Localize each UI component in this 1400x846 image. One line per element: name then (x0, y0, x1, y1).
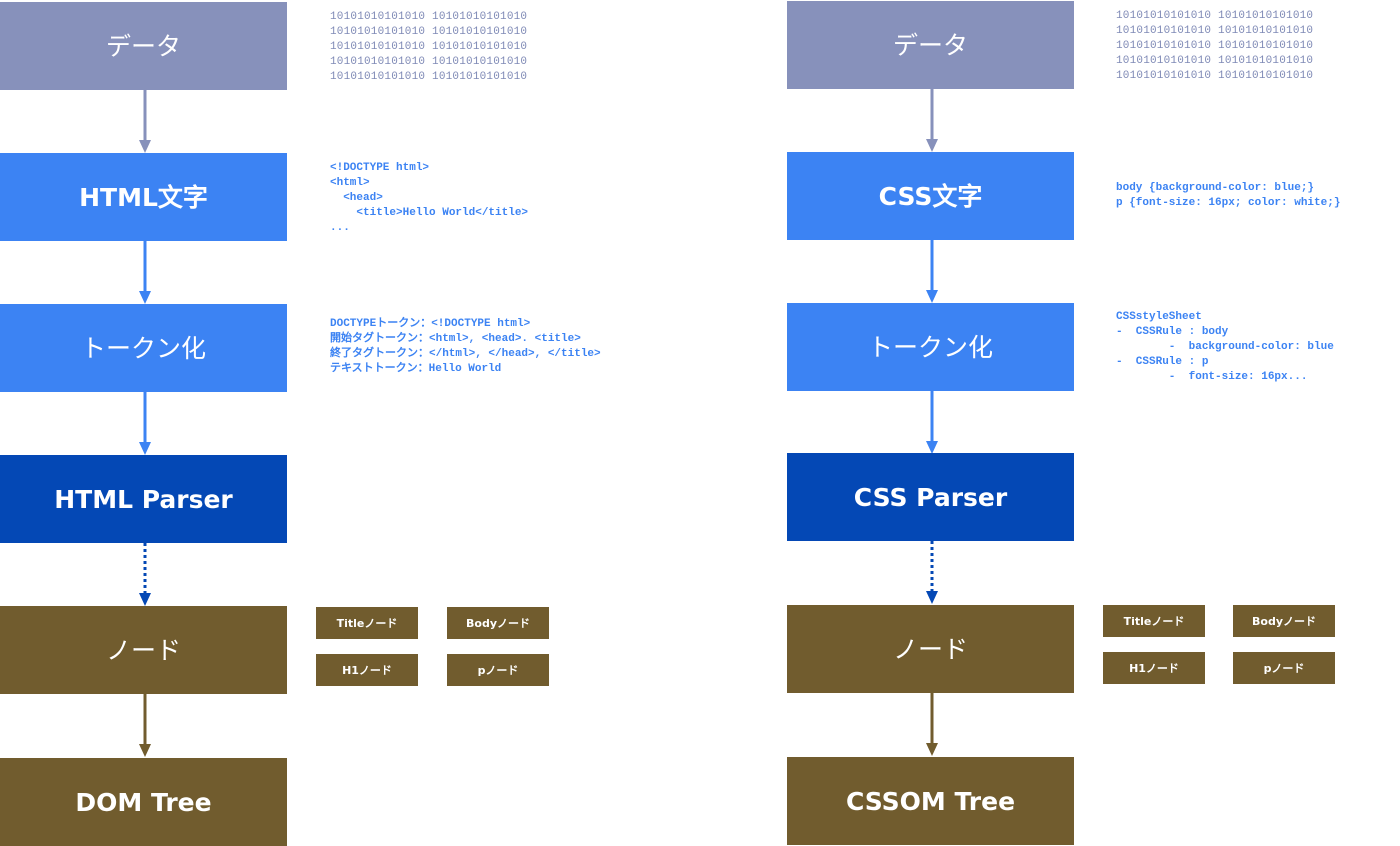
css-chars-box: CSS文字 (787, 152, 1074, 240)
html-arrow-data-to-chars (139, 90, 151, 153)
css-node-chip-h1: H1ノード (1103, 652, 1205, 684)
css-arrow-node-to-tree (926, 693, 938, 756)
html-arrow-token-to-parser (139, 392, 151, 455)
html-arrow-node-to-tree (139, 694, 151, 757)
html-data-label: データ (105, 31, 181, 61)
css-token-label: トークン化 (867, 332, 993, 362)
css-token-tree: CSSstyleSheet - CSSRule : body - backgro… (1116, 311, 1334, 383)
html-arrow-chars-to-token (139, 241, 151, 304)
css-node-box: ノード (787, 605, 1074, 693)
css-node-label: ノード (892, 634, 968, 664)
html-chars-label: HTML文字 (79, 182, 208, 212)
html-node-box: ノード (0, 606, 287, 694)
css-tree-label: CSSOM Tree (845, 786, 1016, 816)
css-node-chip-body: Bodyノード (1233, 605, 1335, 637)
html-token-label: トークン化 (80, 333, 206, 363)
html-parser-box: HTML Parser (0, 455, 287, 543)
html-node-label: ノード (105, 635, 181, 665)
css-node-chip-title: Titleノード (1103, 605, 1205, 637)
css-arrow-data-to-chars (926, 89, 938, 152)
html-node-chip-title: Titleノード (316, 607, 418, 639)
html-token-box: トークン化 (0, 304, 287, 392)
css-arrow-chars-to-token (926, 240, 938, 303)
html-tree-label: DOM Tree (75, 787, 212, 817)
html-chars-box: HTML文字 (0, 153, 287, 241)
html-node-chip-body: Bodyノード (447, 607, 549, 639)
css-parser-label: CSS Parser (853, 482, 1008, 512)
css-tree-box: CSSOM Tree (787, 757, 1074, 845)
css-token-box: トークン化 (787, 303, 1074, 391)
html-binary-data-text: 10101010101010 10101010101010 1010101010… (330, 11, 528, 83)
html-pipeline-diagram: データ HTML文字 トークン化 HTML Parser ノード DOM Tre… (0, 2, 601, 846)
css-node-chip-p: pノード (1233, 652, 1335, 684)
html-data-box: データ (0, 2, 287, 90)
css-arrow-token-to-parser (926, 391, 938, 454)
html-node-chip-p: pノード (447, 654, 549, 686)
css-data-box: データ (787, 1, 1074, 89)
css-chars-label: CSS文字 (878, 181, 983, 211)
html-node-chip-h1: H1ノード (316, 654, 418, 686)
css-arrow-parser-to-node-dotted (926, 541, 938, 604)
css-data-label: データ (892, 30, 968, 60)
html-arrow-parser-to-node-dotted (139, 543, 151, 606)
html-tree-box: DOM Tree (0, 758, 287, 846)
css-source-snippet: body {background-color: blue;} p {font-s… (1116, 182, 1341, 209)
html-parser-label: HTML Parser (54, 484, 233, 514)
html-token-list: DOCTYPEトークン：<!DOCTYPE html> 開始タグトークン：<ht… (330, 318, 601, 375)
css-parser-box: CSS Parser (787, 453, 1074, 541)
html-source-snippet: <!DOCTYPE html> <html> <head> <title>Hel… (330, 162, 529, 234)
css-pipeline-diagram: データ CSS文字 トークン化 CSS Parser ノード CSSOM Tre… (787, 0, 1400, 846)
css-binary-data-text: 10101010101010 10101010101010 1010101010… (1116, 10, 1314, 82)
